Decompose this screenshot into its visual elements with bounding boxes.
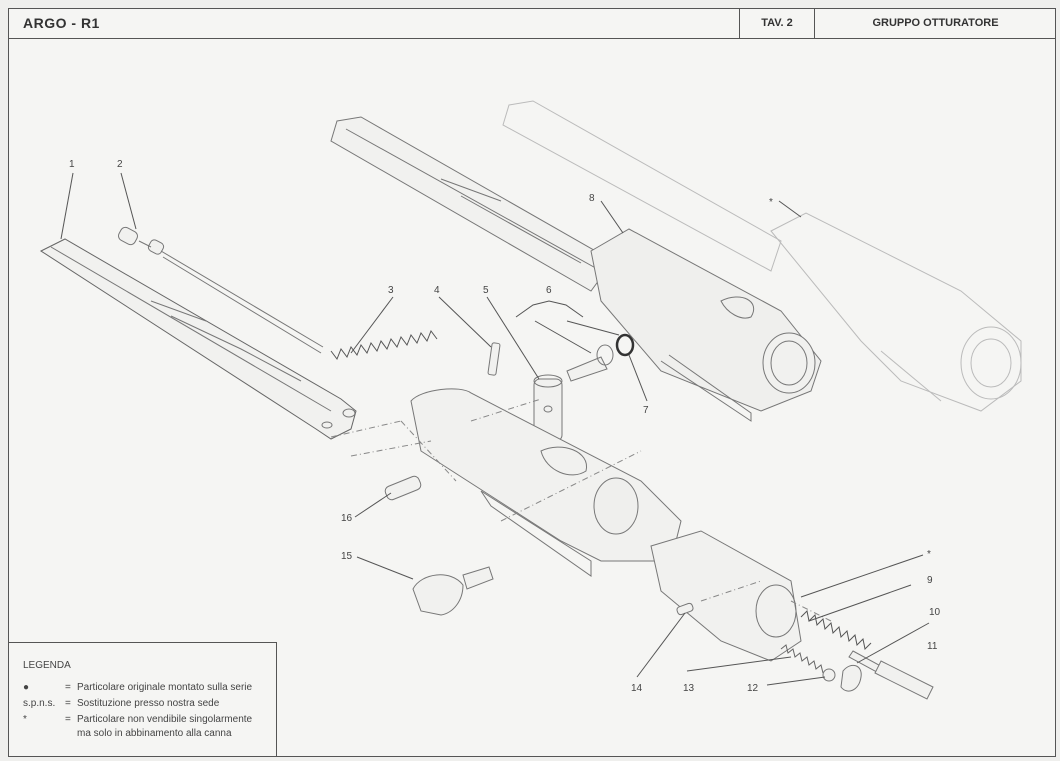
group-title: GRUPPO OTTURATORE xyxy=(872,17,999,29)
asterisk-mark-upper: * xyxy=(769,197,773,208)
legend-text: Particolare non vendibile singolarmente xyxy=(77,714,253,725)
callout-9: 9 xyxy=(927,575,933,586)
legend-row: ● = Particolare originale montato sulla se… xyxy=(23,681,252,695)
callout-8: 8 xyxy=(589,193,595,204)
callout-10: 10 xyxy=(929,607,941,618)
plate-number: TAV. 2 xyxy=(739,9,815,38)
callout-6: 6 xyxy=(546,285,552,296)
part-14-pin xyxy=(676,602,694,616)
ghost-carrier xyxy=(502,100,1022,412)
part-15-bolt-handle xyxy=(412,566,494,616)
callout-7: 7 xyxy=(643,405,649,416)
part-12-ball xyxy=(822,668,836,682)
asterisk-mark-lower: * xyxy=(927,549,931,560)
exploded-parts-sheet: 1 2 3 4 5 6 7 8 9 10 11 12 13 14 15 16 *… xyxy=(8,8,1056,757)
callout-4: 4 xyxy=(434,285,440,296)
callout-13: 13 xyxy=(683,683,695,694)
legend-row: s.p.n.s. = Sostituzione presso nostra sede xyxy=(23,697,219,711)
callout-3: 3 xyxy=(388,285,394,296)
title-block: ARGO - R1 TAV. 2 GRUPPO OTTURATORE xyxy=(9,9,1055,39)
callout-5: 5 xyxy=(483,285,489,296)
callout-12: 12 xyxy=(747,683,759,694)
legend-box: LEGENDA ● = Particolare originale montato … xyxy=(9,642,277,757)
legend-equals: = xyxy=(65,682,71,693)
part-2-firing-pin xyxy=(118,226,324,354)
callout-14: 14 xyxy=(631,683,643,694)
part-6-pin xyxy=(566,344,614,382)
legend-symbol: * xyxy=(23,714,27,725)
part-12-extractor xyxy=(840,664,862,692)
part-12-spring xyxy=(780,644,824,674)
part-3-spring xyxy=(330,329,438,361)
callout-15: 15 xyxy=(341,551,353,562)
part-16-cylinder xyxy=(384,475,422,501)
legend-continuation: ma solo in abbinamento alla canna xyxy=(77,728,232,739)
leader-lines xyxy=(60,172,930,686)
legend-text: Particolare originale montato sulla seri… xyxy=(77,682,253,693)
callout-11: 11 xyxy=(927,641,938,652)
callout-2: 2 xyxy=(117,159,123,170)
part-4-pin xyxy=(487,342,501,376)
legend-row: * = Particolare non vendibile singolarment… xyxy=(23,713,252,727)
legend-equals: = xyxy=(65,714,71,725)
bolt-body xyxy=(410,388,682,577)
part-11-striker xyxy=(874,660,934,700)
legend-title: LEGENDA xyxy=(23,660,71,671)
callout-16: 16 xyxy=(341,513,353,524)
legend-text: Sostituzione presso nostra sede xyxy=(77,698,220,709)
legend-symbol: s.p.n.s. xyxy=(23,698,56,709)
callout-labels: 1 2 3 4 5 6 7 8 9 10 11 12 13 14 15 16 *… xyxy=(69,159,941,694)
legend-symbol: ● xyxy=(23,682,30,693)
model-title: ARGO - R1 xyxy=(23,15,100,31)
part-1-carrier-bar xyxy=(39,238,357,440)
bolt-head xyxy=(650,530,802,662)
exploded-diagram: 1 2 3 4 5 6 7 8 9 10 11 12 13 14 15 16 *… xyxy=(39,100,1022,700)
legend-equals: = xyxy=(65,698,71,709)
callout-1: 1 xyxy=(69,159,75,170)
part-9-spring xyxy=(800,609,872,651)
part-7-o-ring xyxy=(615,333,635,357)
assembly-lines xyxy=(330,398,832,622)
part-8-carrier xyxy=(330,116,822,422)
